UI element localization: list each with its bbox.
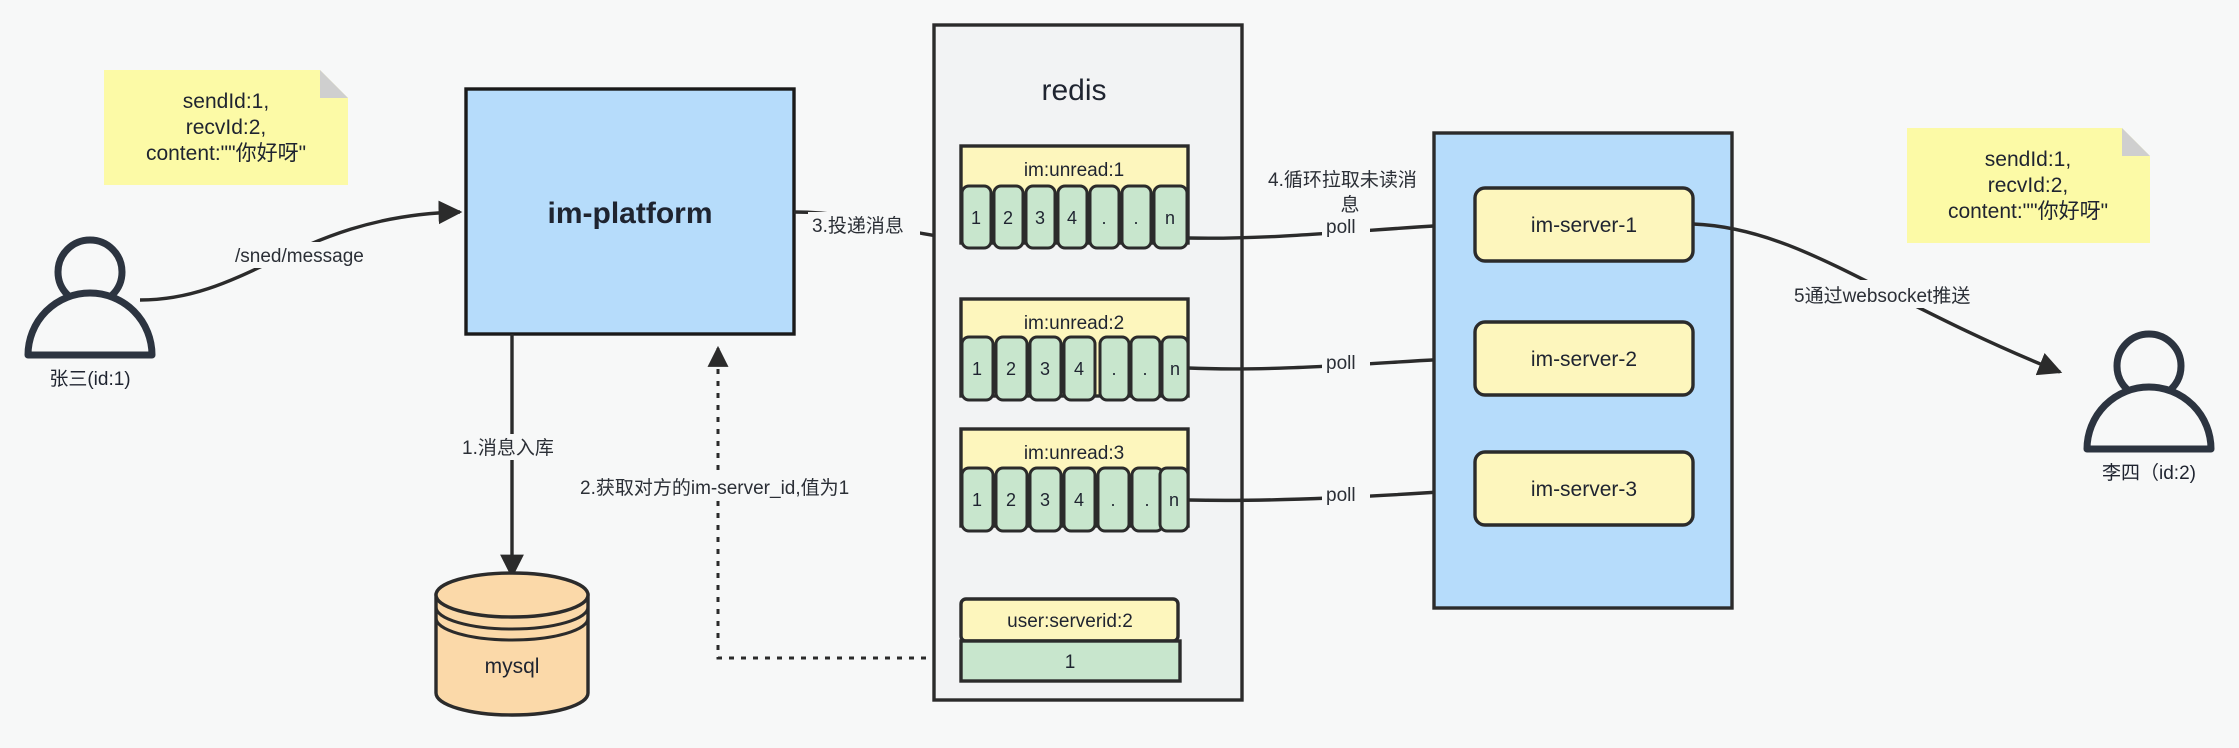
redis-cells-1: 1 2 3 4 . . n bbox=[960, 184, 1189, 250]
note-right-line-2: recvId:2, bbox=[1988, 174, 2069, 197]
node-im-server-2[interactable]: im-server-2 bbox=[1473, 320, 1695, 397]
redis-cell: . bbox=[1111, 359, 1116, 379]
redis-cell: n bbox=[1165, 208, 1175, 228]
edge-step1: 1.消息入库 bbox=[456, 334, 572, 579]
node-im-server-1-label: im-server-1 bbox=[1531, 214, 1637, 237]
person-icon bbox=[2083, 330, 2215, 453]
edge-step2: 2.获取对方的im-server_id,值为1 bbox=[576, 345, 962, 660]
redis-kv-value: 1 bbox=[1065, 652, 1076, 673]
node-im-platform-label: im-platform bbox=[548, 197, 713, 230]
note-left-line-1: sendId:1, bbox=[183, 90, 269, 113]
edge-label-poll-3: poll bbox=[1326, 485, 1356, 506]
note-fold-icon bbox=[2122, 128, 2150, 156]
redis-cell: 2 bbox=[1006, 359, 1016, 379]
actor-sender-label: 张三(id:1) bbox=[49, 368, 130, 390]
note-right-line-3: content:""你好呀" bbox=[1948, 200, 2108, 223]
node-im-server-3-label: im-server-3 bbox=[1531, 478, 1637, 501]
note-right: sendId:1, recvId:2, content:""你好呀" bbox=[1907, 128, 2150, 243]
actor-receiver-label: 李四（id:2) bbox=[2102, 462, 2196, 484]
node-mysql-label: mysql bbox=[485, 655, 540, 678]
edge-label-step2: 2.获取对方的im-server_id,值为1 bbox=[580, 477, 849, 499]
redis-cell: 3 bbox=[1040, 359, 1050, 379]
edge-label-step3: 3.投递消息 bbox=[812, 215, 904, 237]
person-icon bbox=[24, 236, 156, 359]
edge-label-step4-line1: 4.循环拉取未读消 bbox=[1268, 169, 1417, 191]
redis-cell: 4 bbox=[1074, 359, 1084, 379]
redis-cell: . bbox=[1144, 490, 1149, 510]
redis-key-block-3[interactable]: im:unread:3 1 2 3 4 . . n bbox=[959, 427, 1190, 533]
redis-cells-2: 1 2 3 4 . . n bbox=[960, 335, 1190, 402]
note-right-line-1: sendId:1, bbox=[1985, 148, 2071, 171]
redis-key-block-1[interactable]: im:unread:1 1 2 3 4 . . n bbox=[959, 144, 1190, 250]
redis-kv-block[interactable]: user:serverid:2 1 bbox=[959, 597, 1182, 683]
edge-label-send-message: /sned/message bbox=[235, 246, 364, 267]
redis-key-name-1: im:unread:1 bbox=[1024, 160, 1124, 181]
redis-cell: 4 bbox=[1074, 490, 1084, 510]
redis-cell: . bbox=[1142, 359, 1147, 379]
note-left-line-2: recvId:2, bbox=[186, 116, 267, 139]
redis-kv-name: user:serverid:2 bbox=[1007, 611, 1133, 632]
edge-label-step5: 5通过websocket推送 bbox=[1794, 285, 1970, 307]
container-redis-title: redis bbox=[1041, 74, 1106, 107]
actor-receiver: 李四（id:2) bbox=[2083, 330, 2215, 484]
redis-cell: n bbox=[1169, 490, 1179, 510]
node-im-server-2-label: im-server-2 bbox=[1531, 348, 1637, 371]
redis-cell: 4 bbox=[1067, 208, 1077, 228]
redis-cell: 3 bbox=[1035, 208, 1045, 228]
actor-sender: 张三(id:1) bbox=[24, 236, 156, 390]
node-im-server-3[interactable]: im-server-3 bbox=[1473, 450, 1695, 527]
redis-key-name-2: im:unread:2 bbox=[1024, 313, 1124, 334]
edge-label-step1: 1.消息入库 bbox=[462, 437, 554, 459]
edge-label-poll-2: poll bbox=[1326, 353, 1356, 374]
node-im-server-1[interactable]: im-server-1 bbox=[1473, 186, 1695, 263]
redis-cell: 1 bbox=[972, 359, 982, 379]
edge-label-step4-line2: 息 bbox=[1340, 194, 1359, 216]
redis-key-block-2[interactable]: im:unread:2 1 2 3 4 . . n bbox=[959, 297, 1190, 402]
edge-send-message: /sned/message bbox=[139, 200, 463, 302]
redis-cell: . bbox=[1101, 208, 1106, 228]
edge-label-poll-1: poll bbox=[1326, 217, 1356, 238]
edge-step5: 5通过websocket推送 bbox=[1692, 222, 2063, 376]
redis-cell: 2 bbox=[1003, 208, 1013, 228]
redis-cell: . bbox=[1133, 208, 1138, 228]
redis-cell: 1 bbox=[972, 490, 982, 510]
redis-key-name-3: im:unread:3 bbox=[1024, 443, 1124, 464]
redis-cells-3: 1 2 3 4 . . n bbox=[960, 466, 1190, 533]
edge-poll-2: poll bbox=[1187, 347, 1473, 374]
redis-cell: n bbox=[1170, 359, 1180, 379]
note-left: sendId:1, recvId:2, content:""你好呀" bbox=[104, 70, 348, 185]
redis-cell: 2 bbox=[1006, 490, 1016, 510]
redis-cell: 3 bbox=[1040, 490, 1050, 510]
note-left-line-3: content:""你好呀" bbox=[146, 142, 306, 165]
node-mysql[interactable]: mysql bbox=[434, 571, 590, 717]
redis-cell: 1 bbox=[971, 208, 981, 228]
node-im-platform[interactable]: im-platform bbox=[464, 87, 796, 336]
redis-cell: . bbox=[1110, 490, 1115, 510]
note-fold-icon bbox=[320, 70, 348, 98]
